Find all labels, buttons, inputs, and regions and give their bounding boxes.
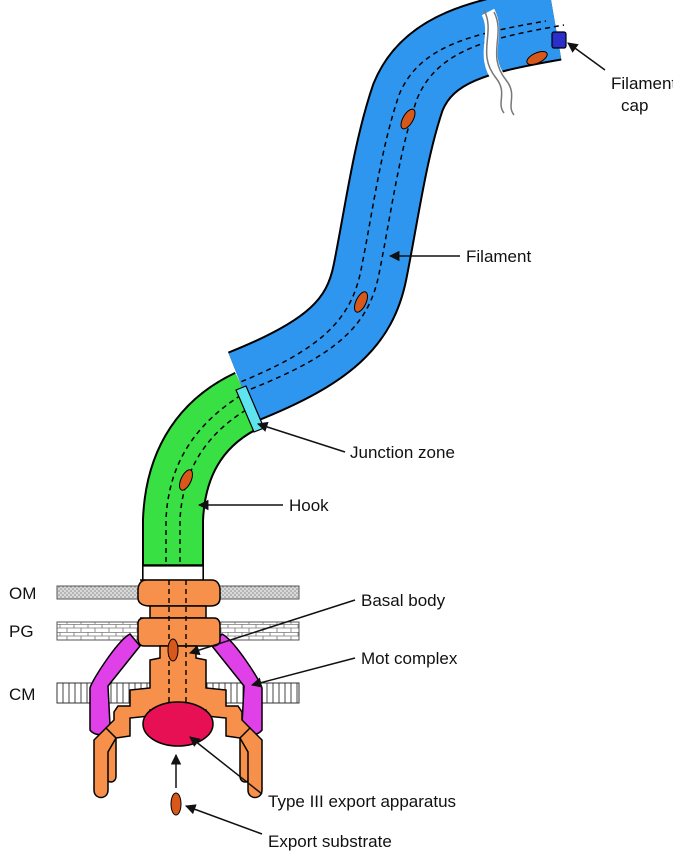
filament-cap: [552, 32, 566, 48]
label-export-substrate: Export substrate: [268, 832, 392, 851]
label-om: OM: [9, 584, 36, 603]
label-filament-cap-2: cap: [621, 96, 648, 115]
label-pg: PG: [9, 622, 34, 641]
label-basal-body: Basal body: [361, 591, 446, 610]
hook: [143, 394, 253, 580]
label-filament: Filament: [466, 247, 531, 266]
type3-export-apparatus: [143, 702, 213, 746]
label-type3-export: Type III export apparatus: [268, 792, 456, 811]
label-filament-cap-1: Filament: [611, 74, 673, 93]
label-cm: CM: [9, 685, 35, 704]
filament: [233, 21, 564, 389]
label-hook: Hook: [289, 496, 329, 515]
label-junction-zone: Junction zone: [350, 443, 455, 462]
label-mot-complex: Mot complex: [361, 649, 458, 668]
